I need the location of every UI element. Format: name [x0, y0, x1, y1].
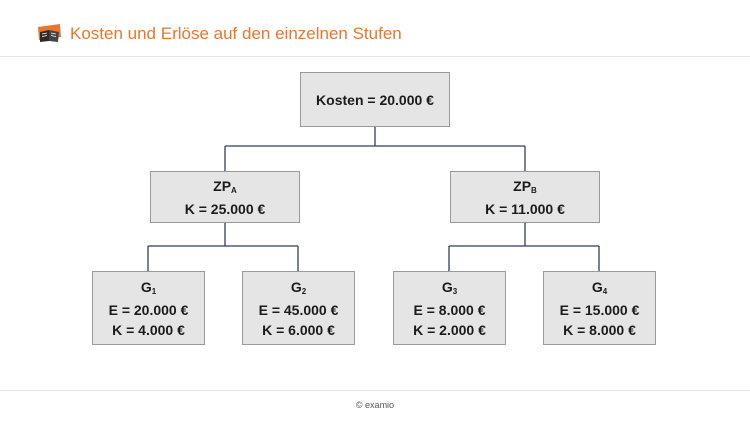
g1-cost: K = 4.000 €: [112, 321, 185, 338]
node-root: Kosten = 20.000 €: [300, 72, 450, 127]
node-zp-b: ZPB K = 11.000 €: [450, 171, 600, 223]
g1-name: G1: [140, 278, 157, 296]
zp-a-name: ZPA: [213, 177, 237, 195]
node-g2: G2 E = 45.000 € K = 6.000 €: [242, 271, 355, 345]
node-g4: G4 E = 15.000 € K = 8.000 €: [543, 271, 656, 345]
copyright-notice: © examio: [355, 400, 395, 410]
g2-name: G2: [290, 278, 307, 296]
header: Kosten und Erlöse auf den einzelnen Stuf…: [0, 0, 750, 56]
open-book-icon: [38, 24, 61, 42]
g4-name: G4: [591, 278, 608, 296]
g2-cost: K = 6.000 €: [262, 321, 335, 338]
page-title: Kosten und Erlöse auf den einzelnen Stuf…: [70, 24, 402, 43]
g3-cost: K = 2.000 €: [413, 321, 486, 338]
g1-revenue: E = 20.000 €: [108, 301, 189, 318]
zp-b-value: K = 11.000 €: [485, 200, 565, 217]
g3-revenue: E = 8.000 €: [413, 301, 486, 318]
node-g1: G1 E = 20.000 € K = 4.000 €: [92, 271, 205, 345]
node-g3: G3 E = 8.000 € K = 2.000 €: [393, 271, 506, 345]
g4-revenue: E = 15.000 €: [559, 301, 640, 318]
node-zp-a: ZPA K = 25.000 €: [150, 171, 300, 223]
header-divider: [0, 56, 750, 57]
g4-cost: K = 8.000 €: [563, 321, 636, 338]
zp-a-value: K = 25.000 €: [184, 200, 266, 217]
zp-b-name: ZPB: [513, 177, 537, 195]
footer-divider: [0, 390, 750, 391]
g2-revenue: E = 45.000 €: [258, 301, 339, 318]
root-label: Kosten = 20.000 €: [316, 91, 434, 108]
g3-name: G3: [441, 278, 458, 296]
